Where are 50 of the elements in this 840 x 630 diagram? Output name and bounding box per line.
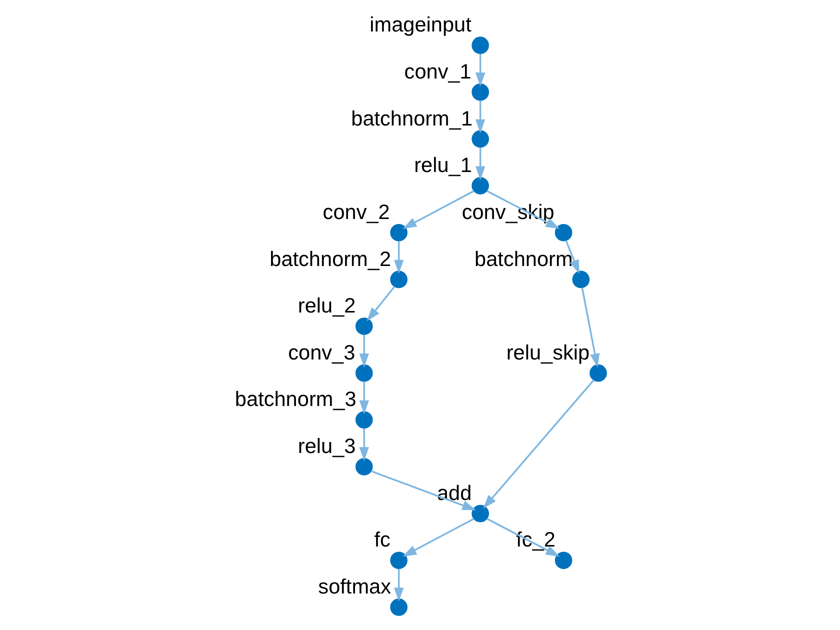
arrow xyxy=(486,190,560,229)
arrow xyxy=(393,241,404,274)
arrow xyxy=(482,379,594,509)
arrow xyxy=(402,518,474,557)
node-circle xyxy=(390,270,407,288)
node-label: add xyxy=(436,482,472,505)
node-circle xyxy=(471,504,488,522)
node-label: conv_skip xyxy=(461,200,554,224)
arrow xyxy=(393,568,404,602)
node-circle xyxy=(572,270,590,288)
node-label: relu_2 xyxy=(297,294,356,318)
arrow xyxy=(366,286,395,322)
node-label: batchnorm_3 xyxy=(234,388,356,412)
arrow xyxy=(358,334,368,368)
node-circle xyxy=(471,36,488,54)
node-label: conv_3 xyxy=(288,341,355,364)
node-circle xyxy=(554,552,572,570)
node-label: softmax xyxy=(318,576,391,599)
node-circle xyxy=(354,458,372,476)
node-label: conv_1 xyxy=(404,60,471,84)
arrow xyxy=(358,428,368,462)
node-circle xyxy=(471,130,488,148)
node-circle xyxy=(354,411,372,429)
node-label: batchnorm_2 xyxy=(269,248,391,271)
node-circle xyxy=(354,318,372,335)
node-label: relu_skip xyxy=(506,341,590,364)
node-label: conv_2 xyxy=(322,200,390,224)
arrow xyxy=(486,518,560,557)
node-label: relu_1 xyxy=(414,154,472,178)
node-circle xyxy=(589,364,606,382)
node-circle xyxy=(390,552,407,570)
node-circle xyxy=(471,83,488,101)
node-circle xyxy=(471,177,488,194)
node-label: batchnorm_1 xyxy=(350,107,472,130)
arrow xyxy=(474,100,485,134)
node-label: batchnorm xyxy=(474,248,572,271)
node-circle xyxy=(554,224,572,242)
arrow xyxy=(358,382,368,414)
node-circle xyxy=(354,364,372,382)
arrow xyxy=(580,288,600,368)
arrow xyxy=(474,54,485,86)
arrow xyxy=(474,148,485,180)
arrow xyxy=(370,470,476,510)
node-label: relu_3 xyxy=(297,435,356,458)
arrow xyxy=(564,240,579,274)
arrow xyxy=(402,190,474,229)
node-label: imageinput xyxy=(369,14,471,37)
node-circle xyxy=(390,598,407,616)
node-label: fc xyxy=(374,528,390,552)
node-circle xyxy=(390,224,407,242)
